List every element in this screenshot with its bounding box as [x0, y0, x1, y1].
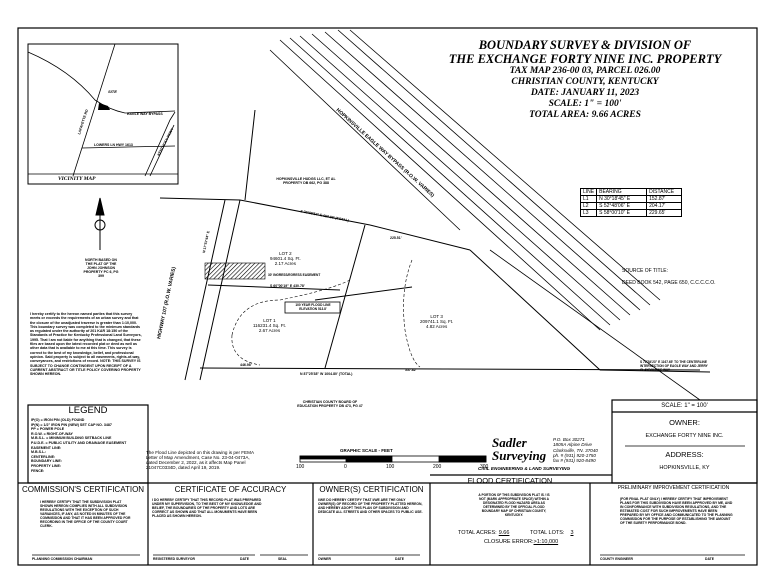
source-of-title-label: SOURCE OF TITLE:	[622, 268, 669, 274]
graphic-scale-bar	[299, 455, 487, 463]
owner-sign: OWNER	[318, 557, 331, 561]
flood-cert-text: A PORTION OF THIS SUBDIVISION PLAT IS / …	[478, 493, 550, 517]
bearing-call: N 87°25'38" W 1004.80' (TOTAL)	[300, 372, 353, 376]
vicinity-map-label: VICINITY MAP	[58, 176, 96, 182]
accuracy-sign: REGISTERED SURVEYOR	[153, 557, 195, 561]
title-line1: BOUNDARY SURVEY & DIVISION OF	[478, 38, 692, 52]
vicinity-site-label: SITE	[108, 89, 117, 94]
source-of-title: DEED BOOK 542, PAGE 650, C.C.C.C.O.	[622, 280, 716, 286]
scale-tick: 300	[480, 464, 489, 470]
total-acres: TOTAL ACRES:9.66	[458, 530, 510, 536]
vicinity-road: EAGLE WAY BYPASS	[127, 112, 163, 116]
site-marker	[98, 103, 110, 110]
bearing-call: S 72°54'23" E 1167.65' TO THE CENTERLINE…	[640, 360, 708, 372]
commission-sign: PLANNING COMMISSION CHAIRMAN	[32, 557, 93, 561]
scale-tick: 100	[296, 464, 305, 470]
owner-cert-title: OWNER(S) CERTIFICATION	[319, 485, 424, 494]
total-area: TOTAL AREA: 9.66 ACRES	[529, 110, 641, 120]
address-label: ADDRESS:	[665, 450, 704, 459]
owner-label: OWNER:	[669, 418, 700, 427]
legend-title: LEGEND	[68, 405, 108, 416]
tax-map: TAX MAP 236-00 03, PARCEL 026.00	[509, 66, 661, 76]
bearing-call: 225.51'	[390, 236, 402, 240]
accuracy-cert-text: I DO HEREBY CERTIFY THAT THIS RECORD PLA…	[152, 498, 262, 518]
vicinity-map-roads	[27, 43, 176, 177]
line-table-header: BEARING	[596, 188, 648, 196]
preliminary-date: DATE	[705, 557, 714, 561]
county: CHRISTIAN COUNTY, KENTUCKY	[511, 77, 659, 87]
closure-error: CLOSURE ERROR:>1:10,000	[484, 539, 559, 545]
preliminary-cert-title: PRELIMINARY IMPROVEMENT CERTIFICATION	[617, 485, 730, 491]
flood-cert-title: FLOOD CERTIFICATION	[467, 476, 553, 485]
preliminary-sign: COUNTY ENGINEER	[600, 557, 633, 561]
owner-date: DATE	[395, 557, 404, 561]
graphic-scale-label: GRAPHIC SCALE - FEET	[340, 448, 393, 453]
property-boundary	[159, 109, 711, 381]
owner-cert-text: I/WE DO HEREBY CERTIFY THAT I/WE ARE THE…	[318, 498, 423, 514]
commission-cert-title: COMMISSION'S CERTIFICATION	[21, 485, 145, 494]
north-note: NORTH BASED ON THE PLAT OF THE JOHN JOHN…	[83, 258, 119, 278]
flood-line-label-box	[284, 301, 341, 314]
bearing-call: 446.98'	[240, 363, 252, 367]
bearing-call: S 60°00'19" E 430.78'	[270, 284, 305, 288]
vicinity-road: LOWERS LN HWY 1613	[94, 143, 133, 147]
flood-note: The Flood Line depicted on this drawing …	[146, 450, 254, 470]
address: HOPKINSVILLE, KY	[659, 465, 710, 471]
adjoiner-south: CHRISTIAN COUNTY BOARD OF EDUCATION PROP…	[297, 400, 363, 408]
company-tagline: CIVIL ENGINEERING & LAND SURVEYING	[478, 466, 571, 471]
bypass-road	[269, 29, 701, 401]
scale-box: SCALE: 1" = 100'	[661, 403, 708, 409]
scale: SCALE: 1" = 100'	[548, 99, 622, 109]
accuracy-cert-title: CERTIFICATE OF ACCURACY	[174, 485, 287, 494]
date: DATE: JANUARY 11, 2023	[530, 88, 640, 98]
adjoiner-north: HOPKINSVILLE HUDGS LLC, ET AL PROPERTY D…	[276, 177, 336, 185]
owner-name: EXCHANGE FORTY NINE INC.	[645, 433, 724, 439]
company-logo: Sadler Surveying	[492, 435, 547, 463]
accuracy-date: DATE	[240, 557, 249, 561]
easement-hatch	[204, 262, 266, 280]
preliminary-cert-text: (FOR FINAL PLAT ONLY) I HEREBY CERTIFY T…	[620, 497, 733, 525]
line-table-header: DISTANCE	[646, 188, 683, 196]
line-table-header: LINE	[579, 188, 598, 196]
scale-tick: 0	[344, 464, 347, 470]
north-arrow-icon	[94, 197, 106, 250]
title-block-frame	[611, 399, 758, 484]
total-lots: TOTAL LOTS:3	[530, 530, 574, 536]
easement-label: 30' INGRESS/EGRESS EASEMENT	[268, 273, 321, 277]
flood-line	[231, 259, 421, 368]
bearing-call: 557.82'	[405, 368, 417, 372]
scale-tick: 200	[433, 464, 442, 470]
commission-cert-text: I HEREBY CERTIFY THAT THE SUBDIVISION PL…	[40, 500, 131, 528]
accuracy-seal: SEAL	[278, 557, 288, 561]
flood-line-label: 100 YEAR FLOOD LINE ELEVATION 513.8'	[295, 303, 331, 311]
surveyor-statement: I hereby certify to the hereon named par…	[30, 312, 142, 377]
sheet-border	[17, 27, 758, 566]
vicinity-map-frame	[27, 43, 179, 185]
title-line2: THE EXCHANGE FORTY NINE INC. PROPERTY	[448, 52, 722, 66]
scale-tick: 100	[386, 464, 395, 470]
